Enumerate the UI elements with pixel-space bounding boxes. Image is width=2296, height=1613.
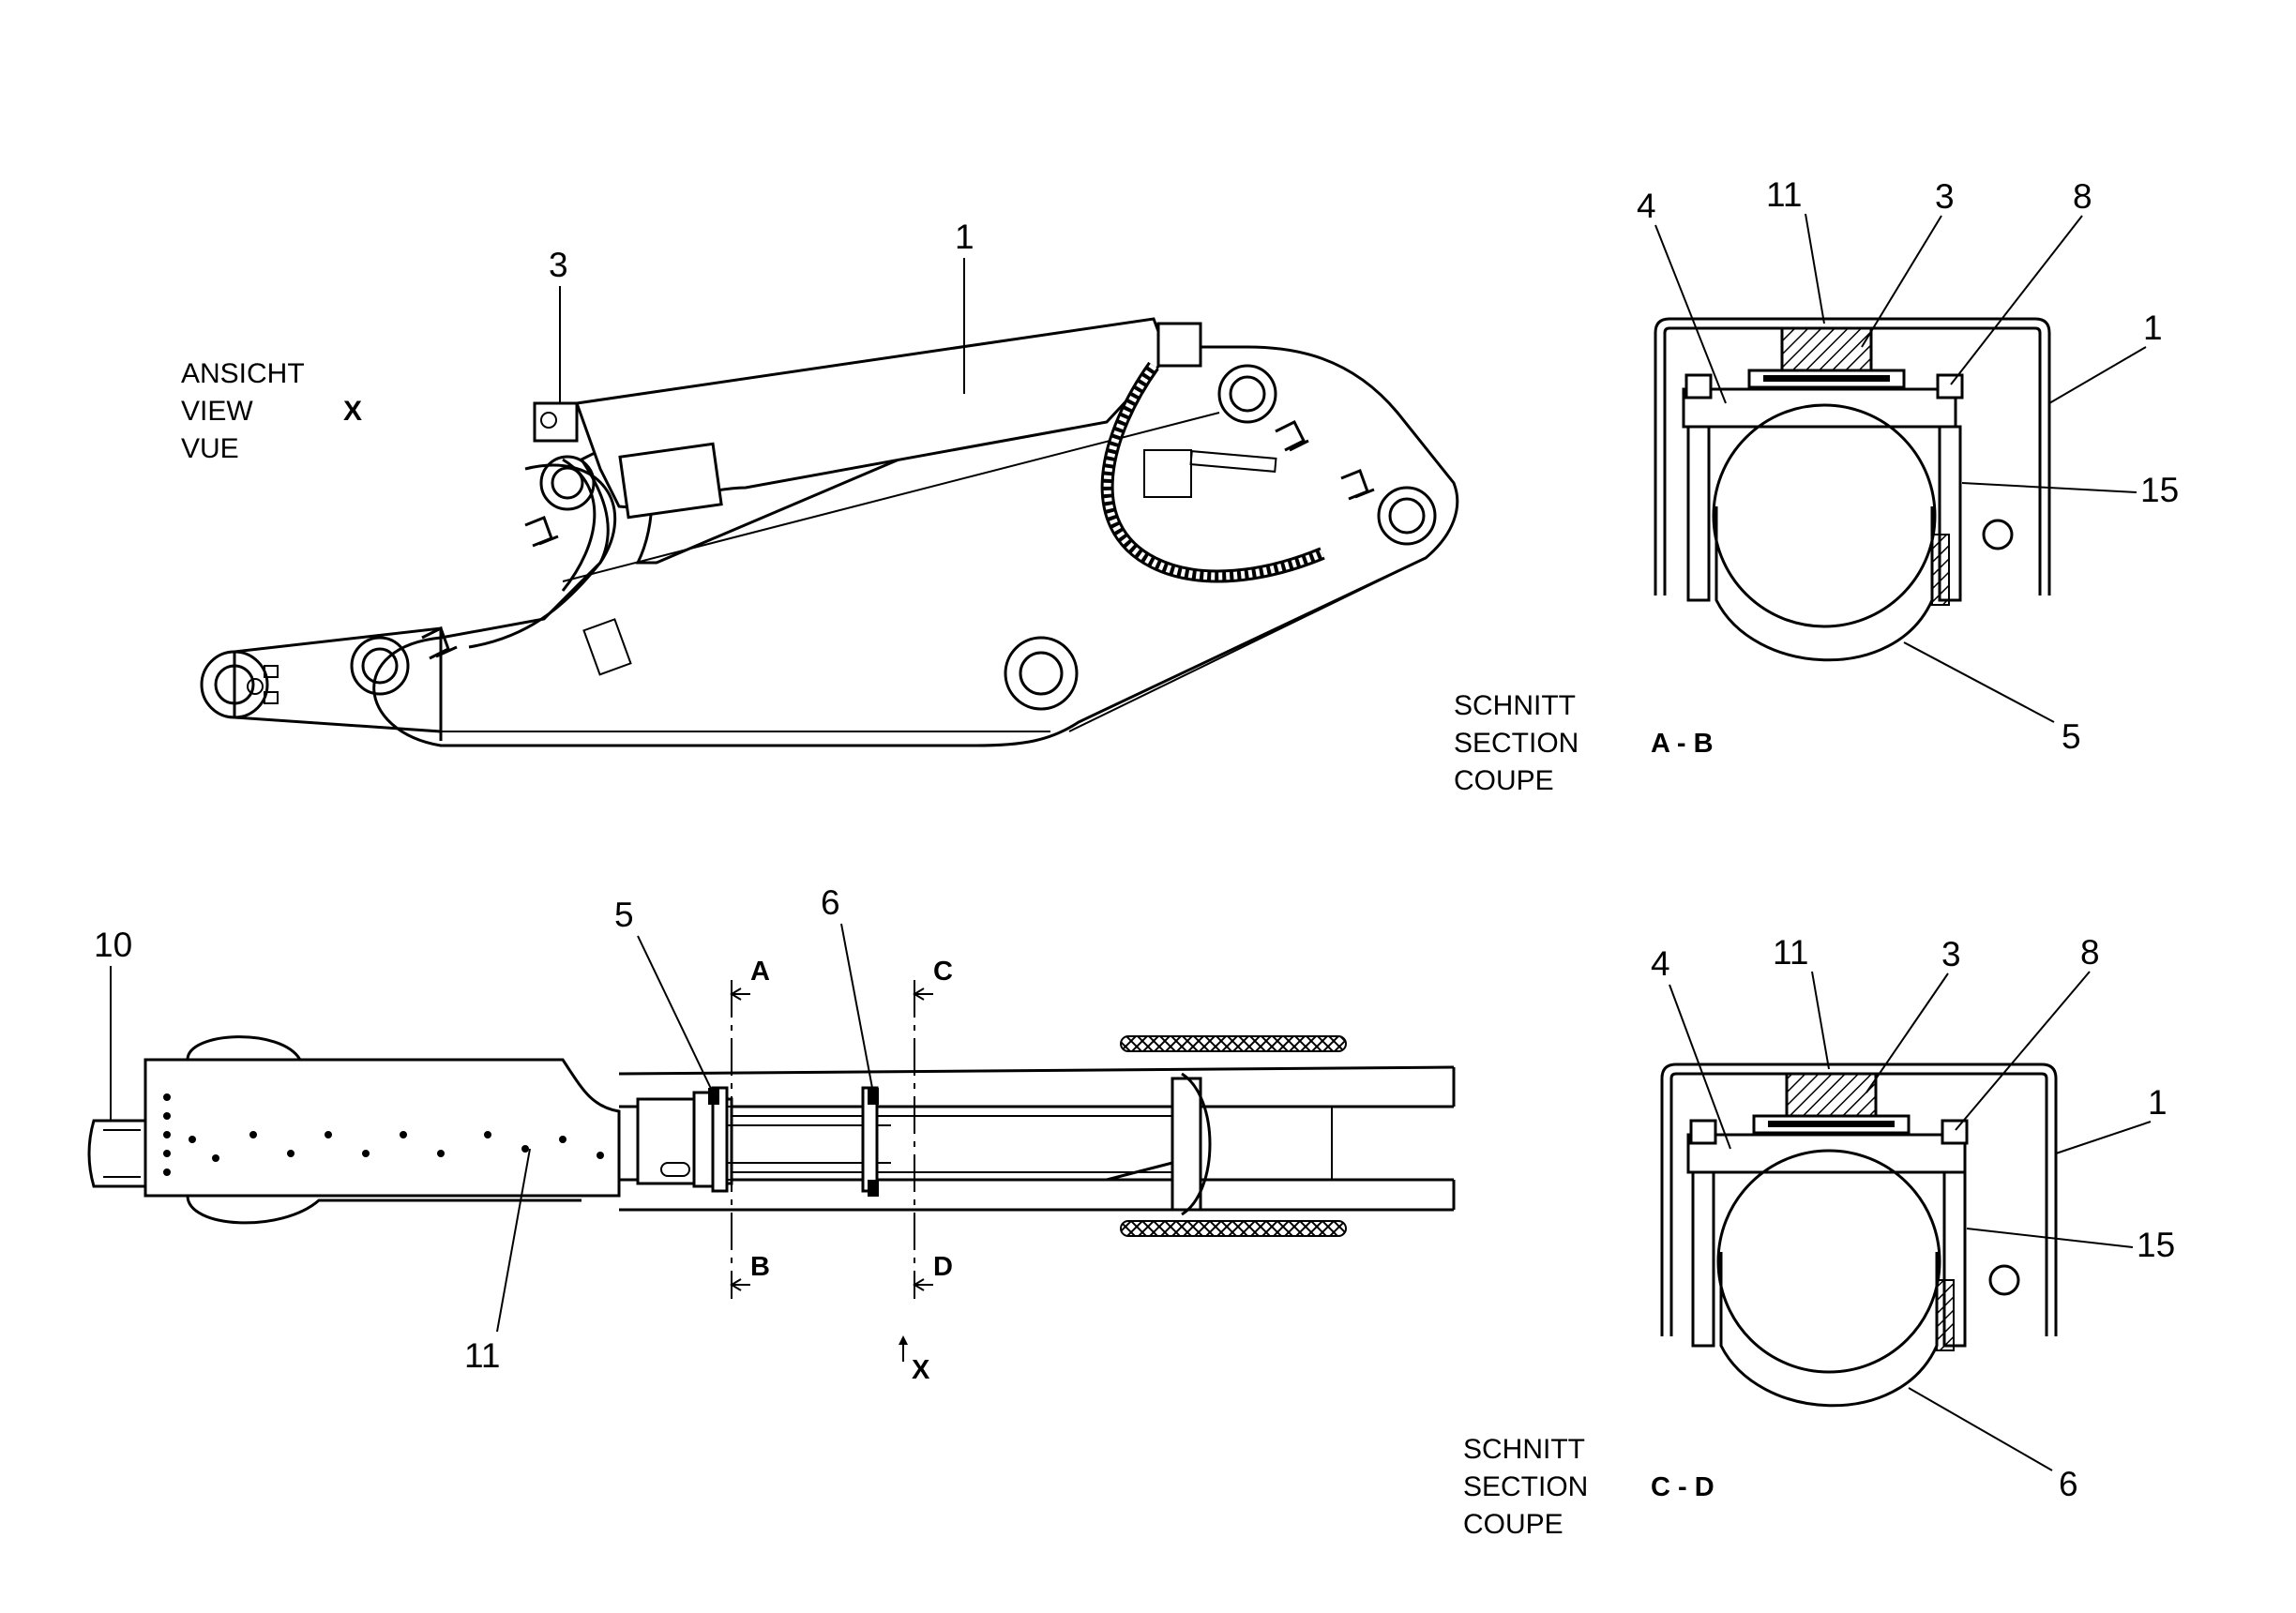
ab-callout-11: 11 bbox=[1766, 175, 1802, 214]
ab-callout-5: 5 bbox=[2062, 717, 2081, 756]
section-c-d-label: SCHNITT SECTION COUPE C - D bbox=[1463, 1434, 1714, 1540]
ab-label-line-2: SECTION bbox=[1454, 728, 1578, 759]
cut-mark-c: C bbox=[933, 957, 953, 987]
side-view-callouts: 1 3 bbox=[549, 218, 974, 403]
view-x-label-line-1: ANSICHT bbox=[181, 358, 305, 389]
cd-label-line-1: SCHNITT bbox=[1463, 1434, 1585, 1465]
plan-view-rivets bbox=[163, 1093, 604, 1176]
plan-callout-5: 5 bbox=[614, 896, 634, 934]
section-c-d bbox=[1660, 1063, 2058, 1408]
plan-callout-11: 11 bbox=[464, 1336, 500, 1375]
plan-view-boom bbox=[87, 1035, 1456, 1237]
cd-callout-15: 15 bbox=[2137, 1226, 2175, 1264]
cd-callout-3: 3 bbox=[1941, 935, 1961, 973]
section-a-b bbox=[1654, 317, 2051, 662]
view-x-label-line-3: VUE bbox=[181, 433, 239, 464]
cd-callout-1: 1 bbox=[2148, 1083, 2168, 1122]
plan-callout-10: 10 bbox=[94, 926, 132, 964]
ab-callout-4: 4 bbox=[1637, 187, 1656, 225]
cd-label-line-2: SECTION bbox=[1463, 1471, 1588, 1502]
callout-3: 3 bbox=[549, 246, 568, 284]
ab-section-code: A - B bbox=[1651, 729, 1714, 759]
view-x-letter: X bbox=[343, 396, 362, 427]
ab-callout-8: 8 bbox=[2073, 177, 2092, 216]
cut-mark-b: B bbox=[750, 1252, 770, 1282]
cd-callout-6: 6 bbox=[2059, 1465, 2078, 1503]
ab-callout-1: 1 bbox=[2143, 309, 2163, 347]
view-arrow-x-letter: X bbox=[912, 1355, 930, 1385]
cut-mark-d: D bbox=[933, 1252, 953, 1282]
ab-callout-15: 15 bbox=[2140, 471, 2179, 509]
cd-callout-4: 4 bbox=[1651, 944, 1670, 983]
side-view-boom bbox=[200, 317, 1459, 747]
section-c-d-callouts: 4 11 3 8 1 15 6 bbox=[1651, 933, 2175, 1503]
ab-label-line-3: COUPE bbox=[1454, 765, 1554, 796]
section-a-b-label: SCHNITT SECTION COUPE A - B bbox=[1454, 690, 1714, 796]
cd-section-code: C - D bbox=[1651, 1472, 1714, 1502]
cd-callout-11: 11 bbox=[1773, 933, 1808, 972]
ab-label-line-1: SCHNITT bbox=[1454, 690, 1576, 721]
plan-view-callouts: 10 5 6 11 bbox=[94, 883, 873, 1375]
view-x-label-line-2: VIEW bbox=[181, 396, 253, 427]
section-a-b-callouts: 4 11 3 8 1 15 5 bbox=[1637, 175, 2179, 756]
view-arrow-x: X bbox=[899, 1335, 930, 1385]
callout-1: 1 bbox=[955, 218, 974, 256]
plan-callout-6: 6 bbox=[821, 883, 840, 922]
cut-lines: A B C D bbox=[730, 957, 953, 1299]
ab-callout-3: 3 bbox=[1935, 177, 1955, 216]
view-x-label: ANSICHT VIEW VUE X bbox=[181, 358, 362, 464]
cut-mark-a: A bbox=[750, 957, 770, 987]
cd-label-line-3: COUPE bbox=[1463, 1509, 1563, 1540]
cd-callout-8: 8 bbox=[2080, 933, 2100, 972]
